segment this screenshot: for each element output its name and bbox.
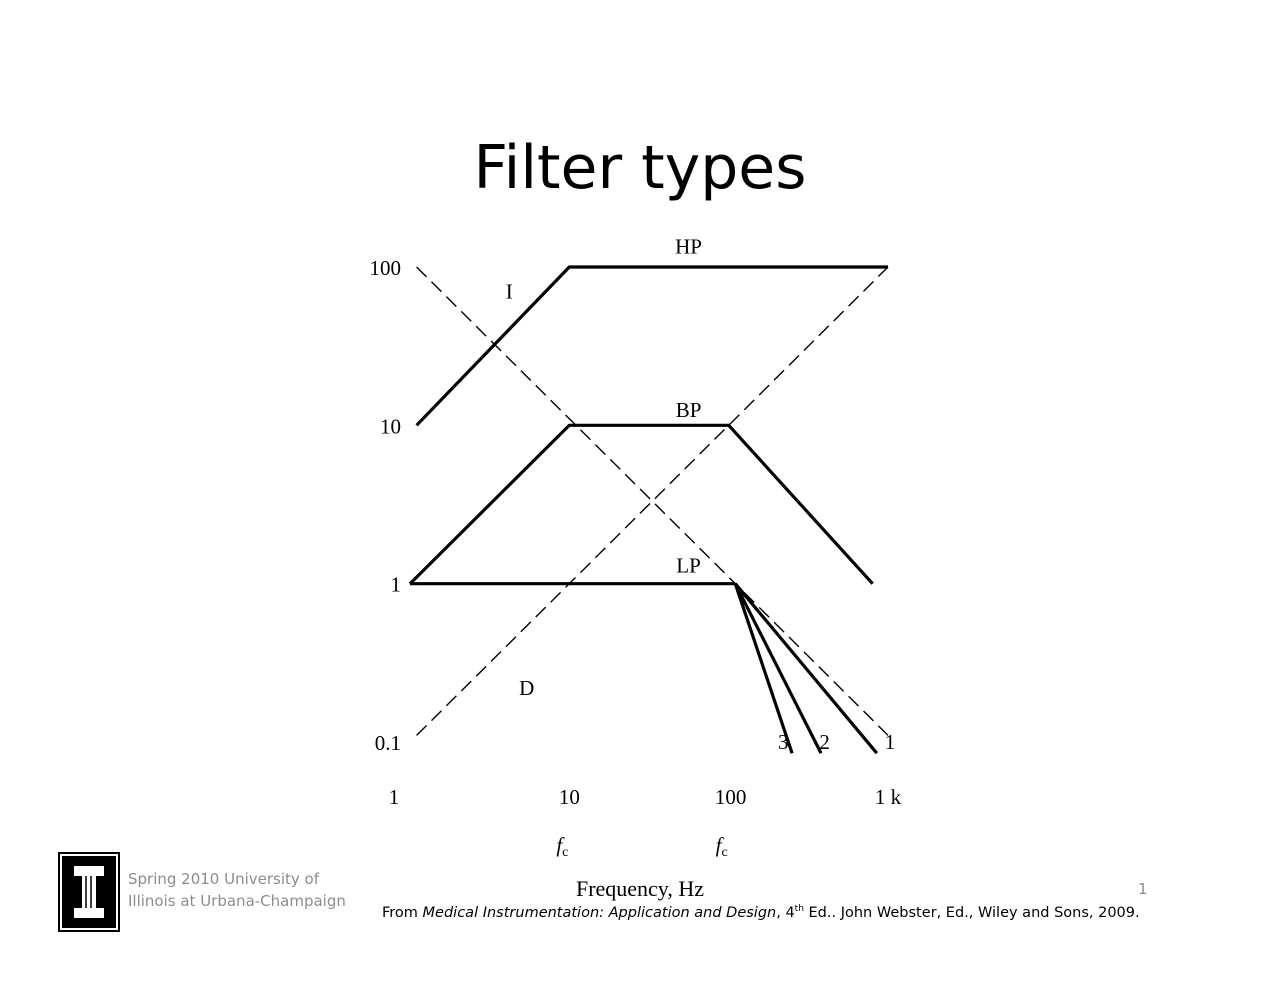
series-label-lp: LP — [676, 554, 701, 578]
series-line-1 — [734, 582, 879, 755]
slide-title: Filter types — [473, 133, 807, 203]
x-tick-label-100: 100 — [715, 785, 747, 809]
series-label-2: 2 — [819, 730, 830, 754]
series-line-bp — [408, 423, 874, 585]
series-label-3: 3 — [778, 730, 789, 754]
y-tick-label-1: 1 — [391, 573, 402, 597]
y-tick-label-10: 10 — [380, 414, 401, 438]
series-label-hp: HP — [675, 234, 702, 258]
x-tick-label-1-k: 1 k — [875, 785, 902, 809]
fc-marker-label-1: fc — [556, 833, 568, 860]
series-label-1: 1 — [885, 730, 896, 754]
series-line-d — [416, 266, 889, 736]
y-tick-label-100: 100 — [370, 256, 402, 280]
series-line-hp — [415, 265, 888, 427]
page-number: 1 — [1138, 880, 1148, 898]
labels-layer: HP BP LP 1 2 3 I D 100 10 1 0.1 1 10 100 1 k fc fc — [370, 234, 902, 860]
x-tick-label-1: 1 — [389, 785, 400, 809]
citation-edition-number: 4 — [785, 905, 795, 921]
source-citation: From Medical Instrumentation: Applicatio… — [382, 904, 1262, 921]
series-label-d: D — [519, 676, 534, 700]
citation-separator: , — [776, 905, 786, 921]
x-axis-label: Frequency, Hz — [576, 876, 704, 901]
series-label-i: I — [506, 280, 513, 304]
citation-book-title: Medical Instrumentation: Application and… — [422, 905, 777, 921]
y-tick-label-0-1: 0.1 — [375, 731, 401, 755]
footer-line-2: Illinois at Urbana-Champaign — [128, 892, 346, 910]
series-layer — [408, 265, 889, 755]
fc-marker-label-2: fc — [716, 833, 728, 860]
illinois-logo-icon — [58, 852, 120, 932]
footer-line-1: Spring 2010 University of — [128, 870, 320, 888]
series-label-bp: BP — [676, 398, 702, 422]
footer-organization: Spring 2010 University of Illinois at Ur… — [128, 868, 368, 912]
series-line-3 — [733, 583, 794, 754]
citation-rest: Ed.. John Webster, Ed., Wiley and Sons, … — [803, 905, 1140, 921]
series-line-i — [416, 266, 889, 736]
x-tick-label-10: 10 — [559, 785, 580, 809]
citation-prefix: From — [382, 905, 423, 921]
series-line-2 — [733, 582, 823, 754]
citation-edition-suffix: th — [794, 904, 804, 914]
